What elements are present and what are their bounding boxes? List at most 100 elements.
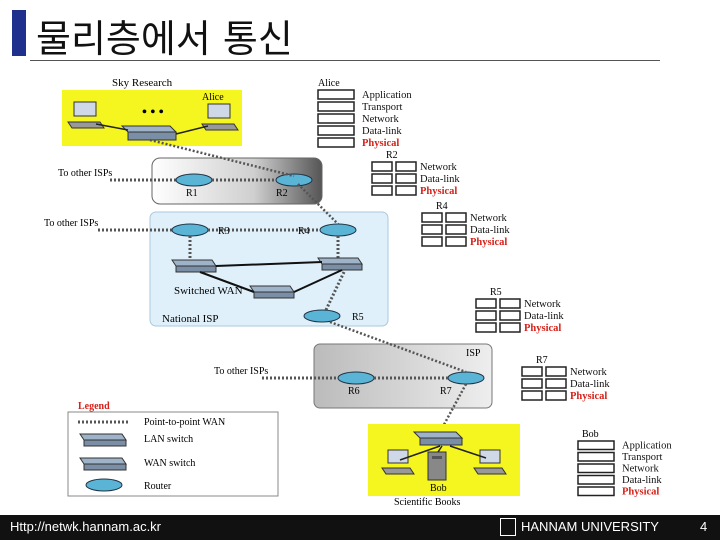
stack-r2-layer: Physical bbox=[420, 186, 457, 197]
title-underline bbox=[30, 60, 660, 61]
university-logo-icon bbox=[500, 518, 516, 536]
stack-bob-box bbox=[577, 474, 615, 485]
router-r3-label: R3 bbox=[218, 226, 230, 237]
stack-bob-box bbox=[577, 463, 615, 474]
stack-r4-layer: Physical bbox=[470, 237, 507, 248]
stack-alice-title: Alice bbox=[318, 78, 340, 89]
router-r7-icon bbox=[447, 371, 485, 385]
stack-alice-layer: Network bbox=[362, 114, 399, 125]
stack-r2-title: R2 bbox=[386, 150, 398, 161]
stack-r7-layer: Data-link bbox=[570, 379, 610, 390]
wan-switch-2-icon bbox=[317, 257, 363, 271]
stack-r5-box-left bbox=[475, 322, 497, 333]
stack-alice-layer: Data-link bbox=[362, 126, 402, 137]
stack-r7-box-right bbox=[545, 390, 567, 401]
stack-r2-layer: Network bbox=[420, 162, 457, 173]
legend-lan-switch-icon bbox=[79, 433, 127, 447]
stack-bob: BobApplicationTransportNetworkData-linkP… bbox=[577, 429, 672, 498]
stack-r2-box-right bbox=[395, 185, 417, 196]
stack-r5-layer: Data-link bbox=[524, 311, 564, 322]
stack-alice-layer: Transport bbox=[362, 102, 403, 113]
stack-bob-layer: Data-link bbox=[622, 475, 662, 486]
stack-bob-layer: Transport bbox=[622, 452, 663, 463]
stack-bob-box bbox=[577, 440, 615, 451]
router-r2-icon bbox=[275, 173, 313, 187]
stack-r4-box-left bbox=[421, 224, 443, 235]
stack-r7-box-left bbox=[521, 366, 543, 377]
stack-bob-layer: Application bbox=[622, 441, 672, 452]
to-other-isps-label-2: To other ISPs bbox=[44, 218, 98, 229]
stack-r2-box-right bbox=[395, 161, 417, 172]
stack-r4-layer: Network bbox=[470, 213, 507, 224]
stack-r2-box-right bbox=[395, 173, 417, 184]
stack-r5-box-right bbox=[499, 310, 521, 321]
bob-lan-switch-icon bbox=[412, 431, 464, 446]
stack-r2-box-left bbox=[371, 161, 393, 172]
regional-isp-box bbox=[313, 343, 493, 409]
wan-switch-3-icon bbox=[249, 285, 295, 299]
legend-router-icon bbox=[85, 478, 123, 492]
router-r6-label: R6 bbox=[348, 386, 360, 397]
stack-r5-box-right bbox=[499, 322, 521, 333]
stack-r7-box-right bbox=[545, 366, 567, 377]
lan-switch-icon bbox=[120, 125, 178, 141]
legend-item-lan-switch: LAN switch bbox=[144, 434, 193, 445]
national-isp-label: National ISP bbox=[162, 313, 219, 325]
scientific-books-label: Scientific Books bbox=[394, 497, 460, 508]
bob-laptop-icon bbox=[381, 449, 415, 475]
bob-label: Bob bbox=[430, 483, 447, 494]
stack-r2-box-left bbox=[371, 185, 393, 196]
legend-wan-switch-icon bbox=[79, 457, 127, 471]
router-r3-icon bbox=[171, 223, 209, 237]
alice-lan-label: Alice bbox=[202, 92, 224, 103]
stack-r7-title: R7 bbox=[536, 355, 548, 366]
footer-bar bbox=[0, 515, 720, 540]
stack-r4-layer: Data-link bbox=[470, 225, 510, 236]
router-r6-icon bbox=[337, 371, 375, 385]
bob-laptop-2-icon bbox=[473, 449, 507, 475]
title-accent-bar bbox=[12, 10, 26, 56]
stack-r2-layer: Data-link bbox=[420, 174, 460, 185]
stack-r5-layer: Network bbox=[524, 299, 561, 310]
stack-r4-box-right bbox=[445, 212, 467, 223]
router-r7-label: R7 bbox=[440, 386, 452, 397]
sky-research-label: Sky Research bbox=[112, 77, 173, 89]
stack-alice-box bbox=[317, 113, 355, 124]
stack-r7-layer: Physical bbox=[570, 391, 607, 402]
stack-bob-box bbox=[577, 486, 615, 497]
network-diagram: Sky Research Alice • • • To other ISPs R… bbox=[44, 77, 672, 508]
stack-r4-box-left bbox=[421, 212, 443, 223]
stack-alice-box bbox=[317, 101, 355, 112]
stack-r7-box-right bbox=[545, 378, 567, 389]
stack-bob-title: Bob bbox=[582, 429, 599, 440]
legend-item-p2p-wan: Point-to-point WAN bbox=[144, 417, 225, 428]
stack-alice: AliceApplicationTransportNetworkData-lin… bbox=[317, 78, 412, 149]
footer-university: HANNAM UNIVERSITY bbox=[521, 519, 659, 534]
router-r4-label: R4 bbox=[298, 226, 310, 237]
stack-r4-box-right bbox=[445, 236, 467, 247]
stack-bob-layer: Network bbox=[622, 464, 659, 475]
stack-r7-layer: Network bbox=[570, 367, 607, 378]
stack-r4-box-right bbox=[445, 224, 467, 235]
stack-r2-box-left bbox=[371, 173, 393, 184]
stack-r5-title: R5 bbox=[490, 287, 502, 298]
to-other-isps-label-1: To other ISPs bbox=[58, 168, 112, 179]
footer-url: Http://netwk.hannam.ac.kr bbox=[10, 519, 162, 534]
router-r4-icon bbox=[319, 223, 357, 237]
more-hosts-dots: • • • bbox=[142, 105, 164, 120]
stack-bob-box bbox=[577, 451, 615, 462]
stack-r7-box-left bbox=[521, 378, 543, 389]
stack-r4-title: R4 bbox=[436, 201, 448, 212]
to-other-isps-label-3: To other ISPs bbox=[214, 366, 268, 377]
legend-item-router: Router bbox=[144, 481, 172, 492]
stack-r5-box-left bbox=[475, 298, 497, 309]
stack-alice-layer: Application bbox=[362, 90, 412, 101]
router-r2-label: R2 bbox=[276, 188, 288, 199]
stack-alice-box bbox=[317, 89, 355, 100]
switched-wan-label: Switched WAN bbox=[174, 285, 243, 297]
protocol-stacks: AliceApplicationTransportNetworkData-lin… bbox=[317, 78, 672, 498]
